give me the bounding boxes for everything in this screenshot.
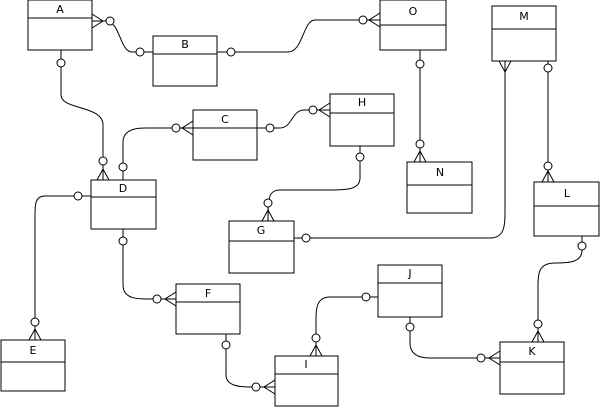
circle-h-g-g <box>263 198 273 208</box>
crow-foot-h <box>318 102 331 118</box>
circle-j-k-j <box>405 322 415 332</box>
entity-d-label: D <box>119 182 127 195</box>
crow-foot-i-left <box>263 379 276 395</box>
circle-d-c-d <box>118 162 128 172</box>
crow-foot-d-top <box>96 167 110 181</box>
rel-line-d-e <box>34 195 91 340</box>
crow-foot-o <box>368 12 381 28</box>
entity-a-label: A <box>56 3 64 16</box>
circle-h-g-h <box>355 152 365 162</box>
entity-g-label: G <box>257 224 266 237</box>
entity-l-label: L <box>564 187 571 200</box>
crow-foot-f <box>164 291 177 307</box>
circle-d-f-d <box>118 236 128 246</box>
circle-d-f-f <box>152 294 162 304</box>
entity-e[interactable]: E <box>0 339 66 392</box>
circle-a-d-a <box>56 58 66 68</box>
crow-foot-n <box>413 149 427 163</box>
entity-j[interactable]: J <box>377 264 443 318</box>
circle-g-m-g <box>301 233 311 243</box>
circle-l-k-l <box>577 241 587 251</box>
entity-d[interactable]: D <box>90 179 157 230</box>
rel-line-a-d <box>60 50 104 180</box>
circle-a-b-b <box>135 47 145 57</box>
entity-m-label: M <box>519 10 529 23</box>
rel-line-b-o <box>217 19 380 53</box>
rel-line-c-h <box>257 109 330 129</box>
rel-line-g-m <box>294 61 506 239</box>
entity-n[interactable]: N <box>406 161 473 214</box>
circle-j-k-k <box>476 353 486 363</box>
circle-o-n-o <box>415 59 425 69</box>
entity-b-label: B <box>181 38 189 51</box>
crow-foot-g <box>261 208 275 222</box>
entity-j-label: J <box>407 267 411 280</box>
entity-h-label: H <box>358 96 366 109</box>
entity-n-label: N <box>436 166 444 179</box>
entity-c-label: C <box>221 113 229 126</box>
crow-foot-l <box>541 169 555 183</box>
entity-g[interactable]: G <box>228 220 295 274</box>
crow-foot-k-left <box>488 350 501 366</box>
entity-i-label: I <box>304 358 307 371</box>
relationship-lines <box>34 19 583 388</box>
circle-f-i-i <box>251 382 261 392</box>
circle-o-n-n <box>415 139 425 149</box>
rel-line-a-b <box>92 20 153 53</box>
entity-e-label: E <box>30 344 37 357</box>
rel-line-d-c <box>122 127 193 180</box>
rel-line-l-k <box>537 236 583 342</box>
circle-d-e-d <box>73 191 83 201</box>
entity-m[interactable]: M <box>491 5 557 62</box>
circle-j-i-j <box>361 292 371 302</box>
circle-c-h-c <box>265 123 275 133</box>
crow-foot-c <box>181 120 194 136</box>
entity-f-label: F <box>205 287 211 300</box>
crows-feet <box>28 12 555 395</box>
rel-line-f-i <box>225 334 275 388</box>
entity-f[interactable]: F <box>175 283 241 335</box>
circle-f-i-f <box>221 340 231 350</box>
entity-c[interactable]: C <box>192 109 258 161</box>
circle-j-i-i <box>311 333 321 343</box>
crow-foot-i-top <box>309 343 323 357</box>
circle-b-o-o <box>358 15 368 25</box>
entity-k-label: K <box>528 345 536 358</box>
circle-m-l-m <box>543 63 553 73</box>
rel-line-j-i <box>315 296 378 356</box>
circle-a-b-a <box>105 16 115 26</box>
entity-k[interactable]: K <box>499 341 565 395</box>
entity-l[interactable]: L <box>533 181 600 237</box>
optional-circles <box>30 15 587 392</box>
rel-line-d-f <box>122 229 176 300</box>
crow-foot-k-top <box>531 329 545 343</box>
entity-a[interactable]: A <box>27 0 93 51</box>
crow-foot-m <box>498 60 512 74</box>
entity-i[interactable]: I <box>274 355 339 407</box>
entity-h[interactable]: H <box>329 93 395 147</box>
entity-b[interactable]: B <box>152 35 218 87</box>
circle-d-e-e <box>30 317 40 327</box>
circle-a-d-d <box>98 156 108 166</box>
crow-foot-e <box>28 327 42 341</box>
circle-d-c-c <box>171 123 181 133</box>
entity-o-label: O <box>409 5 418 18</box>
circle-m-l-l <box>543 161 553 171</box>
crow-foot-a <box>91 13 104 29</box>
entity-o[interactable]: O <box>379 0 447 51</box>
circle-c-h-h <box>308 105 318 115</box>
rel-line-j-k <box>409 317 500 359</box>
circle-b-o-b <box>226 47 236 57</box>
circle-l-k-k <box>533 319 543 329</box>
rel-line-h-g <box>267 146 361 222</box>
